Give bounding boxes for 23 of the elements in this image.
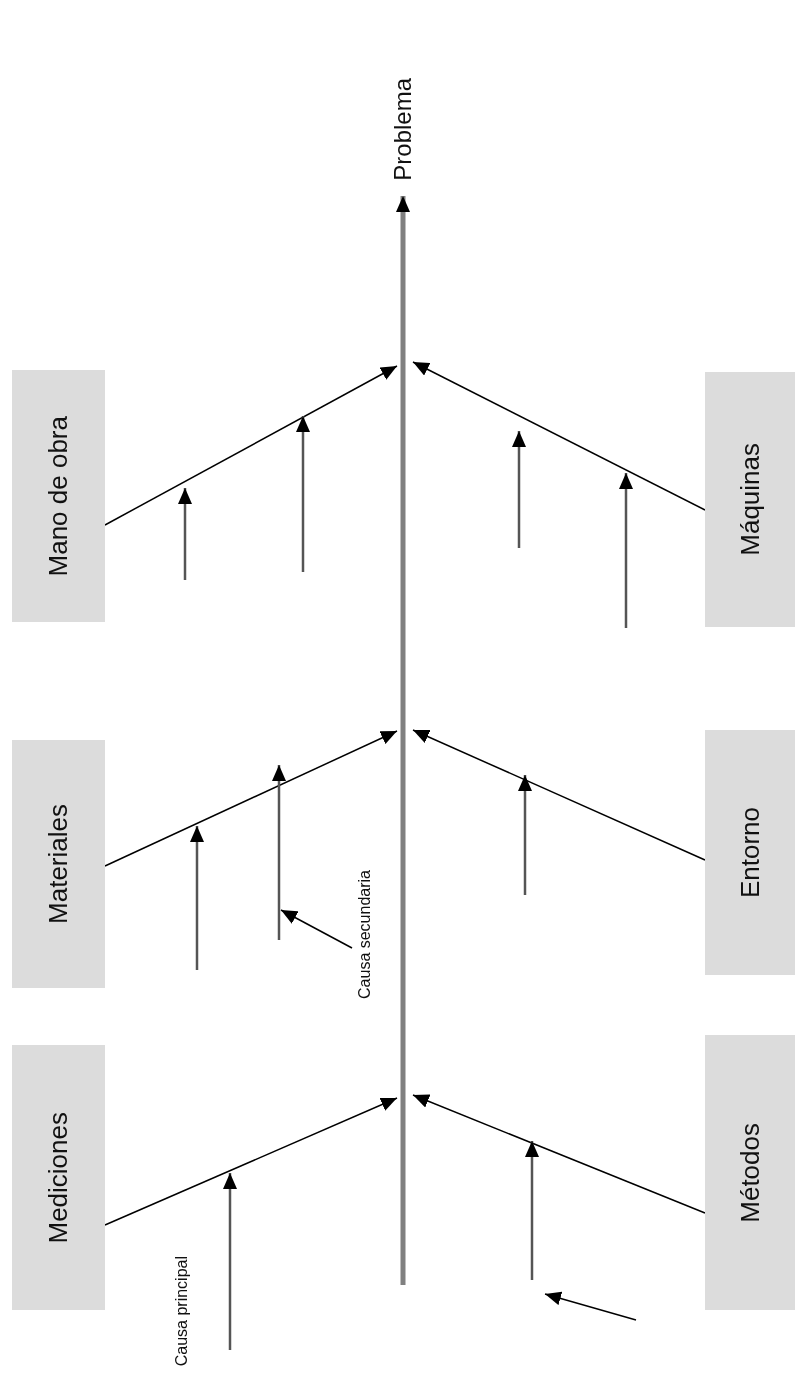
- category-box: [705, 372, 795, 627]
- branch-arrow: [412, 1094, 706, 1214]
- leader-line: [280, 909, 353, 949]
- category-label: Métodos: [734, 1122, 766, 1223]
- category-label: Entorno: [734, 806, 766, 899]
- category-label: Materiales: [43, 804, 74, 924]
- branch-arrow: [104, 1097, 398, 1226]
- category-box: [12, 1045, 105, 1310]
- problem-label: Problema: [389, 77, 417, 181]
- branch-arrow: [412, 729, 706, 861]
- spine-arrow: [396, 196, 410, 1285]
- branch-arrow: [412, 361, 706, 511]
- category-box: [12, 370, 105, 622]
- category-label: Mediciones: [43, 1111, 74, 1244]
- annotation-text: Causa principal: [173, 1255, 191, 1367]
- annotation-text: Causa secundaria: [356, 869, 374, 999]
- category-label: Mano de obra: [43, 415, 74, 577]
- category-box: [705, 730, 795, 975]
- branch-arrow: [104, 365, 398, 526]
- category-label: Máquinas: [734, 443, 766, 556]
- branch-arrow: [104, 730, 398, 867]
- category-box: [12, 740, 105, 988]
- category-box: [705, 1035, 795, 1310]
